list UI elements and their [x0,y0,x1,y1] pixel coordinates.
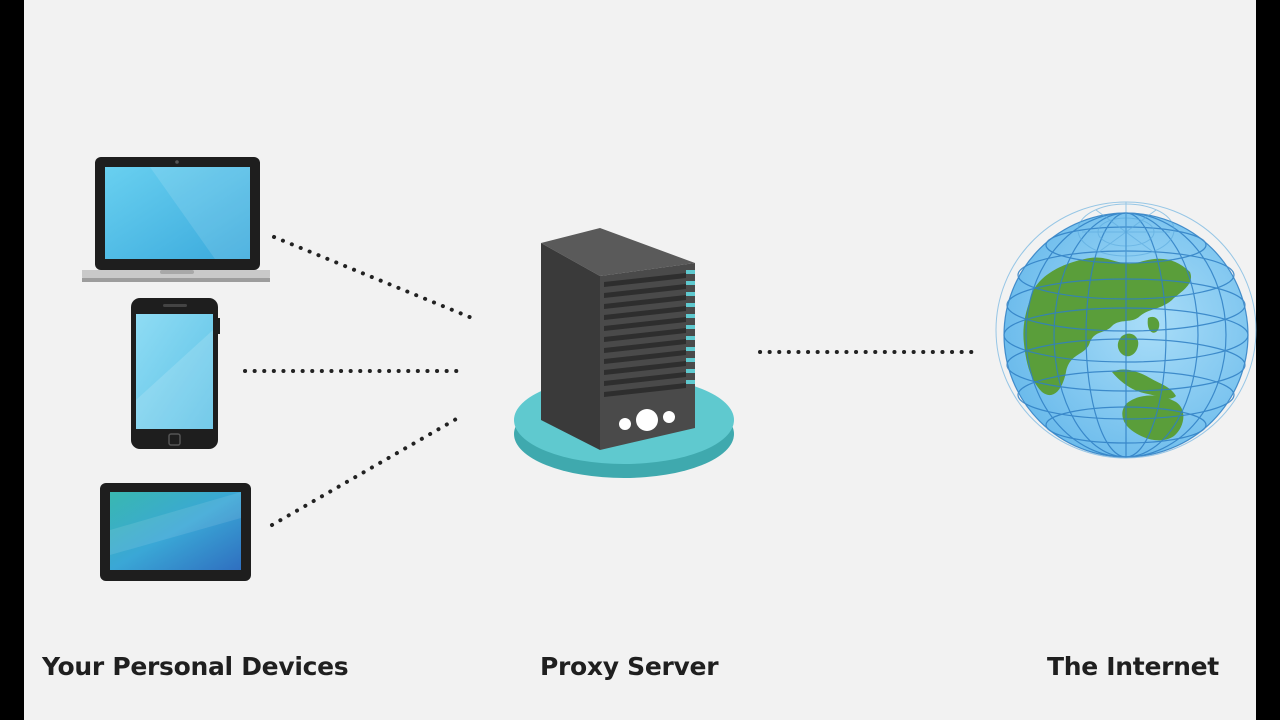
tablet-icon [100,483,251,581]
proxy-server-label: Proxy Server [540,652,719,681]
letterbox-right [1256,0,1280,720]
smartphone-icon [131,298,220,449]
letterbox-left [0,0,24,720]
internet-label: The Internet [1047,652,1219,681]
devices-label: Your Personal Devices [42,652,349,681]
connector-tablet-proxy [270,416,460,527]
connector-laptop-proxy [272,235,474,320]
connector-lines [243,235,978,527]
server-icon [514,228,734,478]
laptop-icon [82,157,270,282]
globe-icon [995,201,1257,459]
